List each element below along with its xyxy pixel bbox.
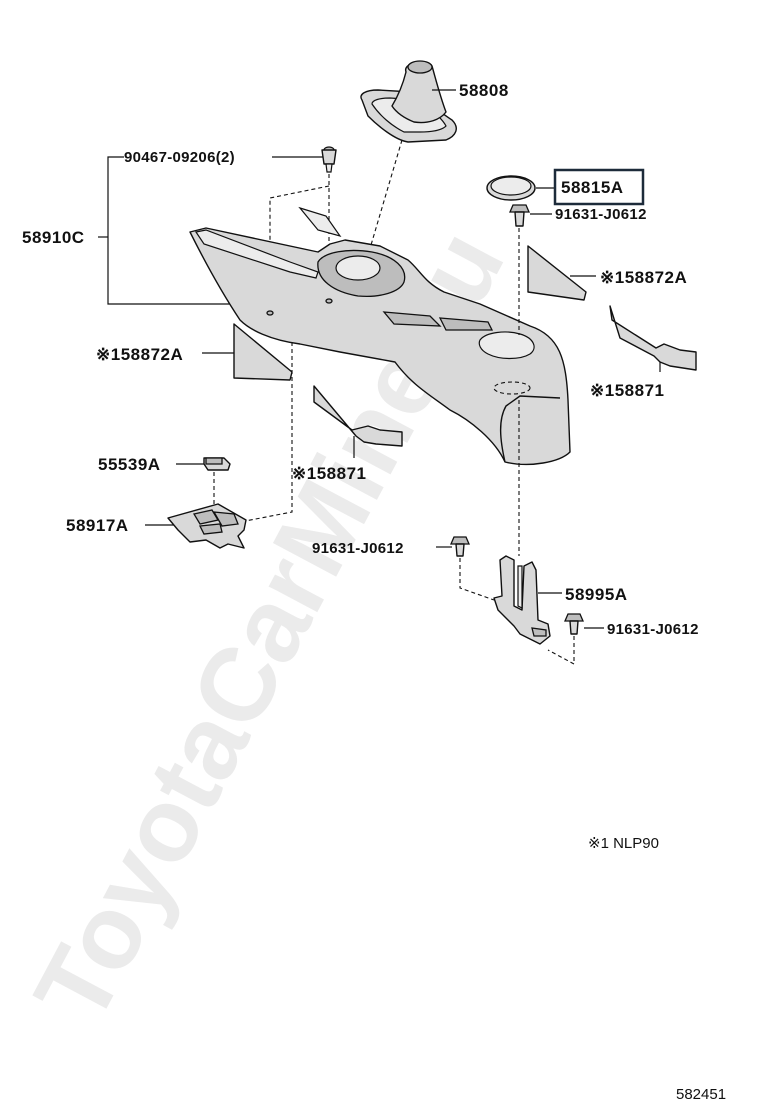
pad-left-drawing [233,323,293,381]
pad-right-upper-label: ※158872A [600,268,687,287]
cap-highlight-box [553,168,645,206]
shift-boot-dash [365,139,403,263]
screw-left-dash [459,558,495,601]
clip-label: 90467-09206(2) [124,149,235,166]
footnote-text: ※1 NLP90 [588,835,659,852]
screw-right-dash [547,636,575,665]
pad-center-drawing [313,385,403,447]
pad-right-upper-drawing [527,245,587,301]
pad-right-lower-label: ※158871 [590,381,664,400]
pad-left-label: ※158872A [96,345,183,364]
pad-right-lower-drawing [609,305,697,371]
screw-top-label: 91631-J0612 [555,206,647,223]
clip-drawing [321,146,337,173]
pad-center-label: ※158871 [292,464,366,483]
cap-drawing [486,175,536,201]
pad-left-dash [239,342,293,523]
screw-right-label: 91631-J0612 [607,621,699,638]
cap-label: 58815A [561,178,624,197]
screw-left-label: 91631-J0612 [312,540,404,557]
console-label: 58910C [22,228,85,247]
bracket-stay-drawing [493,555,551,645]
diagram-number: 582451 [676,1086,726,1103]
shift-boot-drawing [360,60,457,143]
screw-right-drawing [564,613,584,635]
bracket-small-drawing [203,457,231,471]
screw-top-drawing [509,204,530,227]
panel-switch-drawing [167,503,247,549]
shift-boot-label: 58808 [459,81,509,100]
panel-switch-label: 58917A [66,516,129,535]
screw-left-drawing [450,536,470,557]
bracket-small-label: 55539A [98,455,161,474]
bracket-stay-label: 58995A [565,585,628,604]
console-bracket [107,156,238,305]
console-box-drawing [189,206,571,466]
